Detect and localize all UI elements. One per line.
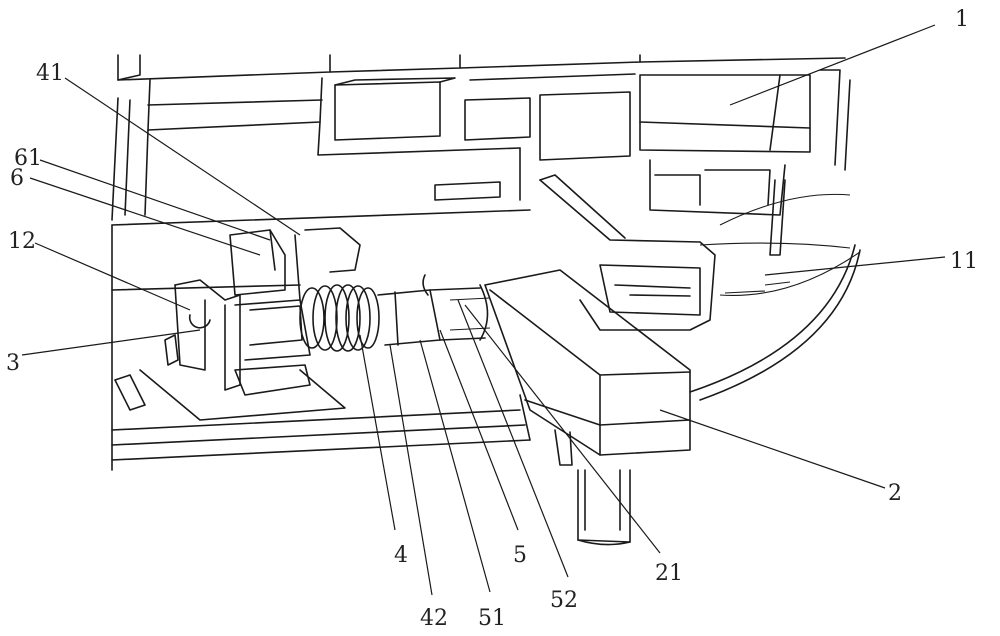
slider-bracket <box>539 174 716 331</box>
label-51: 51 <box>478 606 506 631</box>
rotating-arc <box>689 193 861 401</box>
actuator-block <box>484 269 691 546</box>
label-2: 2 <box>888 481 902 506</box>
label-5: 5 <box>513 543 527 568</box>
label-42: 42 <box>420 606 448 631</box>
housing-grid <box>111 54 851 256</box>
label-41: 41 <box>36 61 64 86</box>
label-21: 21 <box>655 561 683 586</box>
label-3: 3 <box>6 351 20 376</box>
label-1: 1 <box>955 7 969 32</box>
label-4: 4 <box>394 543 408 568</box>
spring <box>299 274 491 352</box>
base-plate <box>111 224 531 471</box>
latch-assembly <box>164 227 361 396</box>
label-6: 6 <box>10 166 24 191</box>
leader-lines <box>21 24 946 596</box>
label-61: 61 <box>14 146 42 171</box>
label-52: 52 <box>550 588 578 613</box>
reference-numerals: 1 41 61 6 12 3 11 2 4 42 51 5 52 21 <box>6 7 978 631</box>
label-12: 12 <box>8 229 36 254</box>
label-11: 11 <box>950 249 978 274</box>
